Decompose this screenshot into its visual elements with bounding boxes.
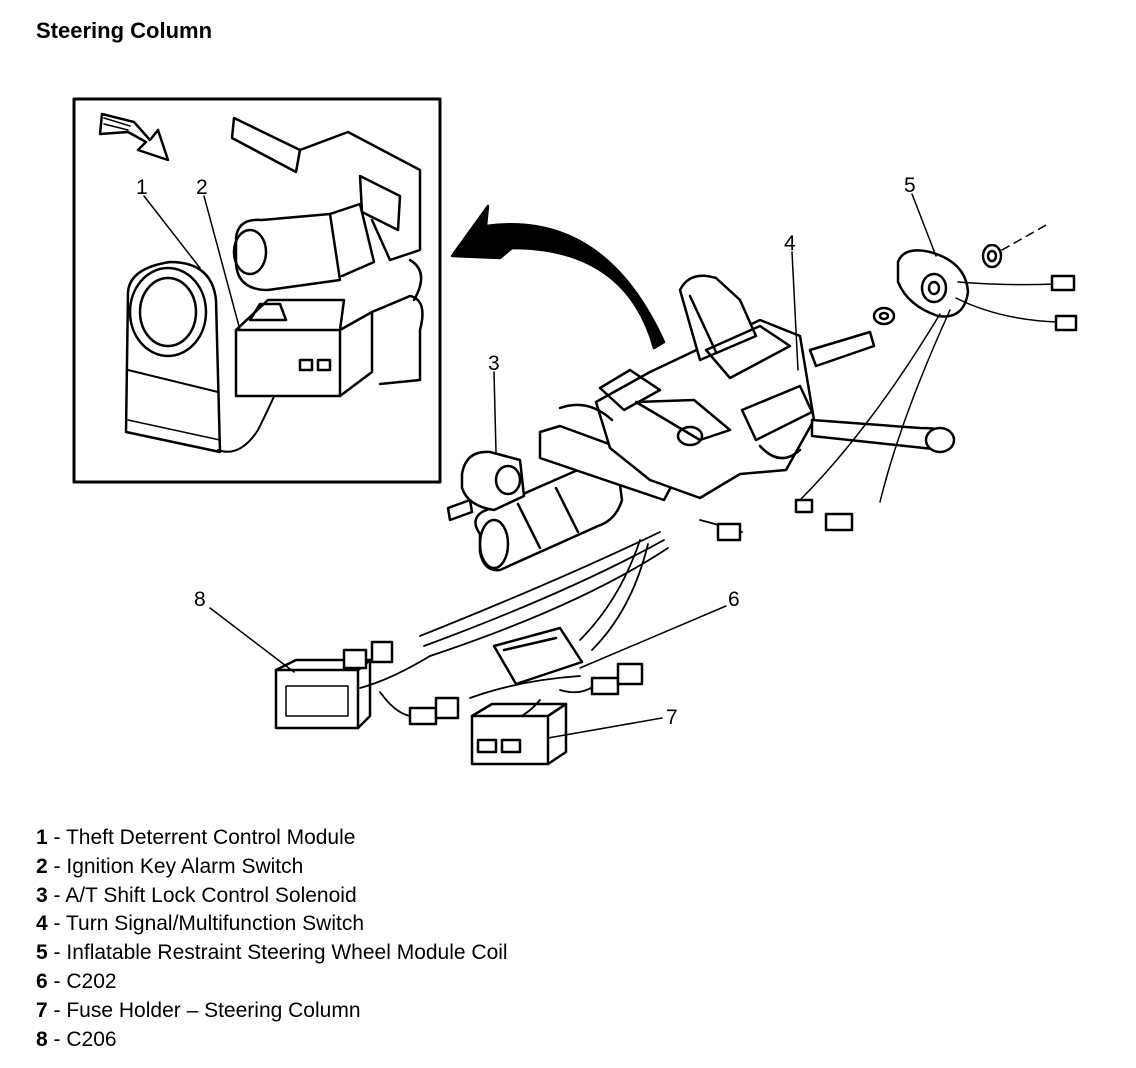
sir-coil — [799, 223, 1078, 503]
inset-column-assembly — [230, 116, 424, 398]
connector-c202 — [492, 626, 584, 686]
callout-8: 8 — [194, 588, 206, 611]
legend-item: 4 - Turn Signal/Multifunction Switch — [36, 912, 365, 936]
steering-column-body — [474, 274, 816, 572]
steering-column-illustration: 1 2 3 4 5 6 7 8 — [72, 97, 1078, 766]
callout-3: 3 — [488, 352, 500, 375]
steering-shaft — [808, 330, 876, 368]
fuse-holder — [470, 702, 568, 766]
wiring-harness — [359, 519, 743, 719]
component-legend: 1 - Theft Deterrent Control Module 2 - I… — [36, 824, 508, 1054]
callout-4: 4 — [784, 232, 796, 255]
connector-c206 — [274, 658, 372, 730]
legend-item: 5 - Inflatable Restraint Steering Wheel … — [36, 941, 508, 965]
legend-item: 1 - Theft Deterrent Control Module — [36, 826, 356, 849]
callout-7: 7 — [666, 706, 678, 729]
legend-item: 6 - C202 — [36, 969, 117, 993]
callout-6: 6 — [728, 588, 740, 611]
detail-arrow — [450, 204, 666, 350]
legend-item: 3 - A/T Shift Lock Control Solenoid — [36, 883, 357, 907]
diagram-title: Steering Column — [36, 18, 213, 43]
callout-1: 1 — [136, 176, 148, 199]
legend-item: 8 - C206 — [36, 1027, 117, 1051]
inset-detail-box — [72, 97, 442, 484]
callout-2: 2 — [196, 176, 208, 199]
legend-item: 7 - Fuse Holder – Steering Column — [36, 998, 361, 1022]
view-direction-arrow — [98, 112, 170, 162]
theft-deterrent-module — [124, 260, 277, 454]
legend-item: 2 - Ignition Key Alarm Switch — [36, 854, 304, 878]
callout-5: 5 — [904, 174, 916, 197]
shift-lock-solenoid — [446, 450, 526, 522]
